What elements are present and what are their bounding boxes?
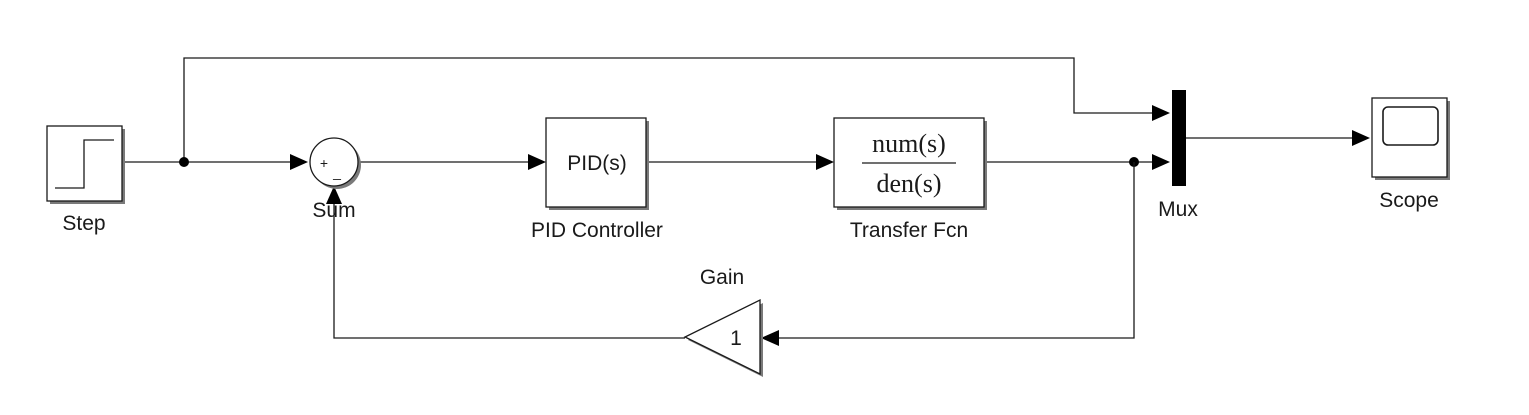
mux-label: Mux	[1158, 198, 1198, 221]
pid-block-text: PID(s)	[567, 152, 627, 175]
signal-step-to-mux[interactable]	[183, 57, 1156, 162]
pid-controller-block[interactable]: PID(s) PID Controller	[531, 117, 663, 242]
arrowhead-mux-input-1	[1152, 105, 1170, 121]
step-icon	[55, 139, 114, 189]
arrowhead-sum-input	[290, 154, 308, 170]
branch-point-step	[179, 157, 189, 167]
sum-label: Sum	[312, 199, 355, 222]
step-label: Step	[62, 212, 105, 235]
transfer-denominator: den(s)	[877, 169, 942, 198]
gain-label: Gain	[700, 266, 744, 289]
sum-plus-sign: +	[320, 155, 328, 171]
arrowhead-scope-input	[1352, 130, 1370, 146]
transfer-fcn-block[interactable]: num(s) den(s) Transfer Fcn	[833, 117, 987, 242]
arrowhead-sum-feedback	[326, 186, 342, 204]
gain-block[interactable]: 1 Gain	[683, 266, 763, 377]
scope-screen-icon	[1382, 106, 1439, 146]
signal-output-to-gain[interactable]	[775, 162, 1135, 339]
sum-block[interactable]: + _ Sum	[309, 137, 361, 222]
signal-gain-to-sum[interactable]	[333, 202, 685, 339]
pid-controller-label: PID Controller	[531, 219, 663, 242]
transfer-numerator: num(s)	[872, 129, 946, 158]
arrowhead-transfer-input	[816, 154, 834, 170]
gain-value: 1	[730, 327, 742, 350]
scope-block[interactable]: Scope	[1371, 97, 1450, 212]
arrowhead-gain-input	[761, 330, 779, 346]
mux-block[interactable]: Mux	[1158, 90, 1198, 221]
scope-label: Scope	[1379, 189, 1439, 212]
step-block[interactable]: Step	[46, 125, 125, 235]
arrowhead-mux-input-2	[1152, 154, 1170, 170]
sum-minus-sign: _	[332, 164, 341, 180]
transfer-fcn-label: Transfer Fcn	[850, 219, 968, 242]
signal-lines	[123, 57, 1370, 346]
arrowhead-pid-input	[528, 154, 546, 170]
